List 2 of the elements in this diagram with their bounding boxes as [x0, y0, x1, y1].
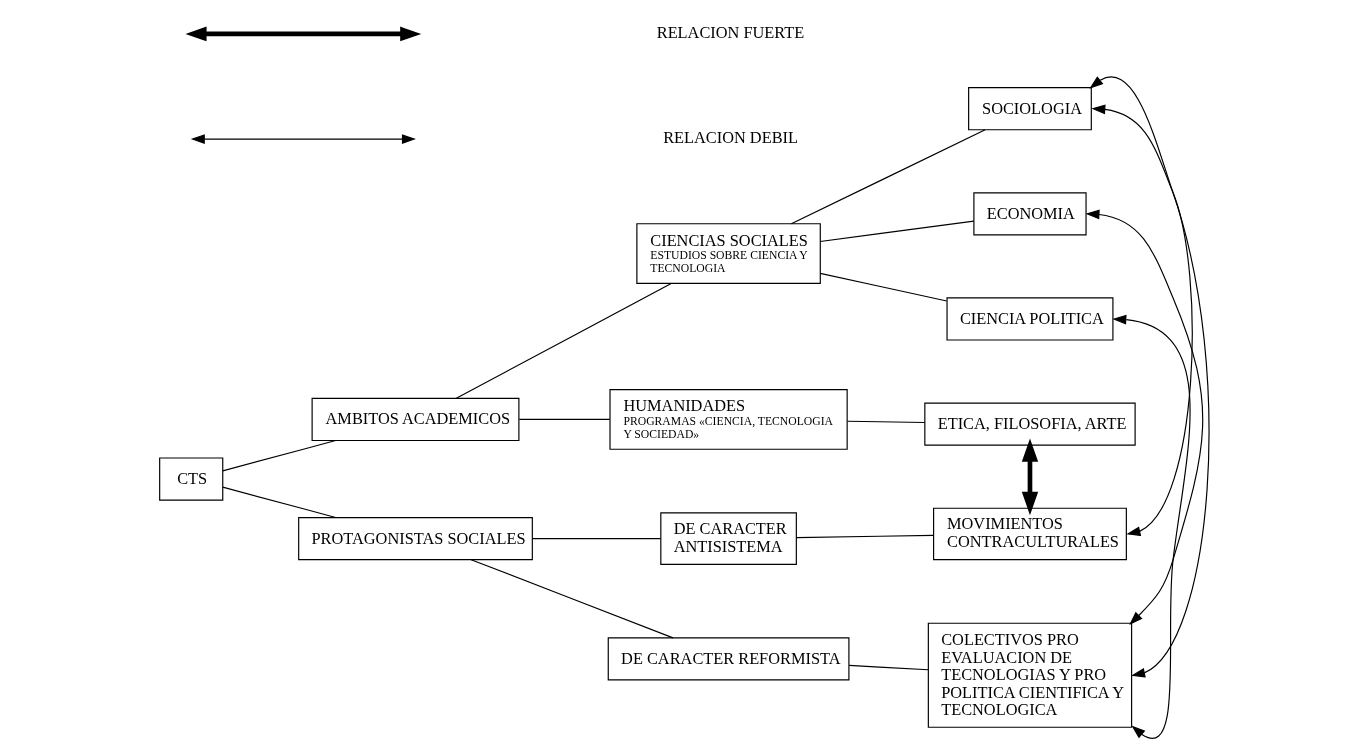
- legend-label: RELACION FUERTE: [656, 23, 804, 43]
- legend-label: RELACION DEBIL: [662, 128, 798, 148]
